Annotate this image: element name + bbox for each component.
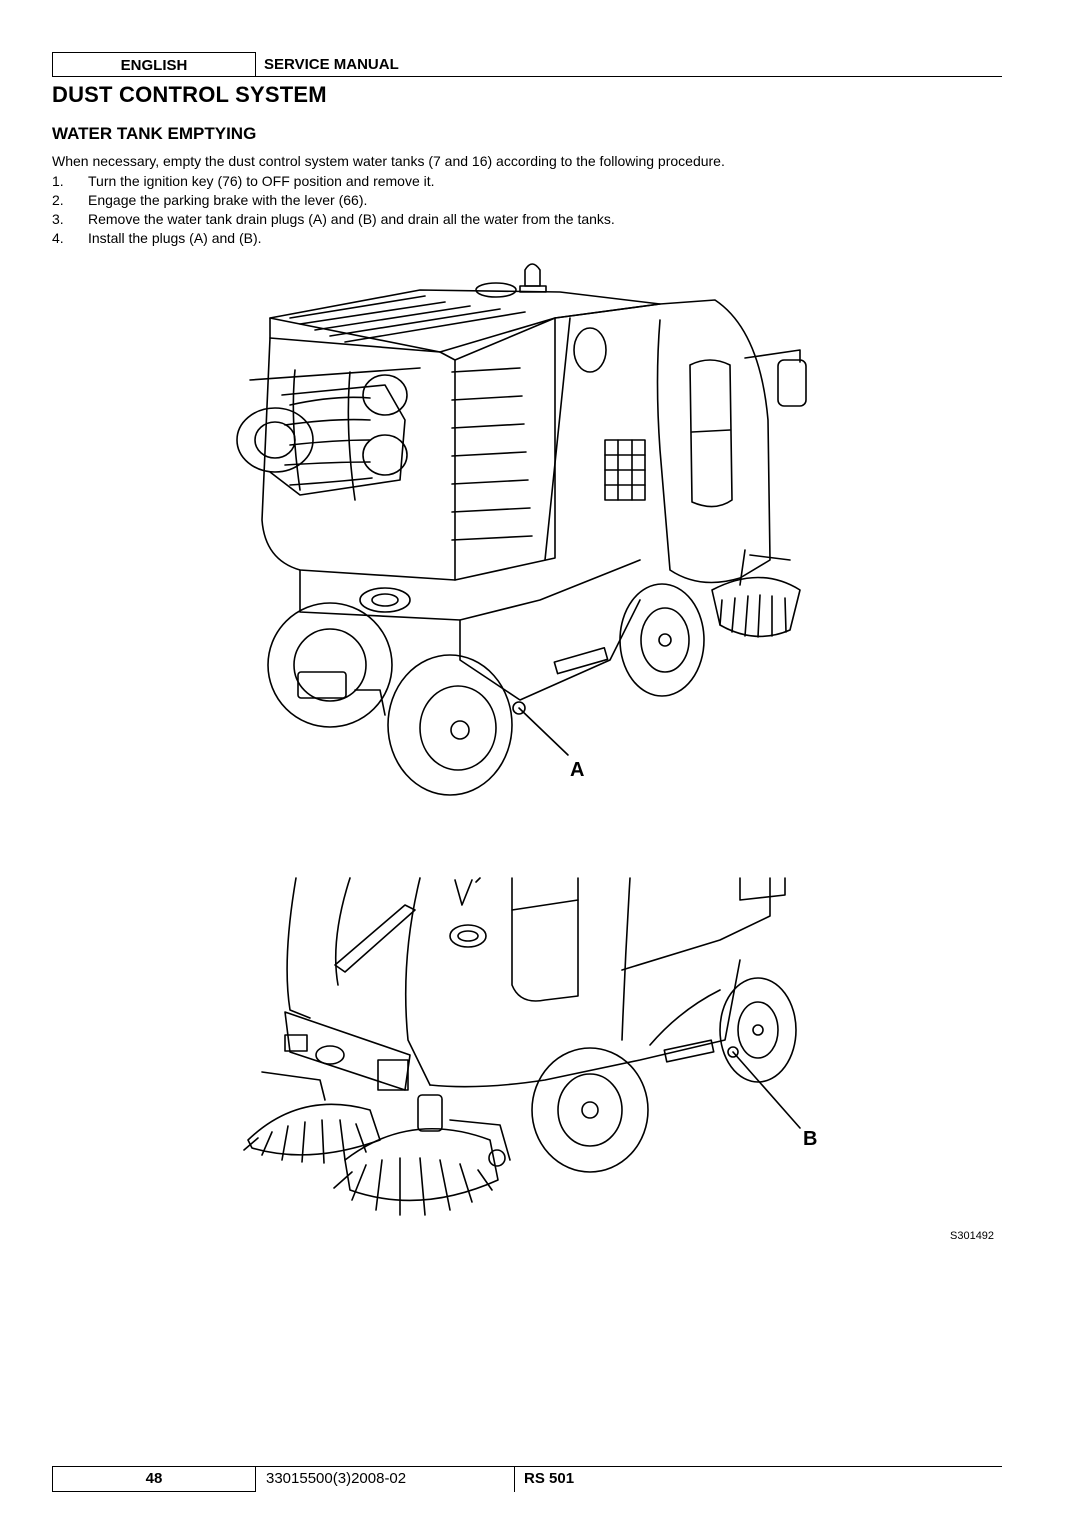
rear-view-drawing [236,263,807,796]
section-title: WATER TANK EMPTYING [52,124,257,143]
drain-plug-b [727,1046,739,1058]
footer-rule [52,1466,1002,1467]
page-footer: 48 33015500(3)2008-02 RS 501 [52,1466,1002,1492]
header-language: ENGLISH [52,52,256,76]
figure-code: S301492 [950,1230,995,1242]
model-name: RS 501 [524,1470,575,1487]
sweeper-illustration: A B [236,263,817,1216]
page-number: 48 [52,1466,256,1492]
front-view-drawing [243,877,801,1216]
page-title: DUST CONTROL SYSTEM [52,82,327,107]
intro-paragraph: When necessary, empty the dust control s… [52,153,725,169]
header-rule [52,76,1002,77]
leader-line-b [732,1051,801,1129]
list-item: 3.Remove the water tank drain plugs (A) … [52,211,615,227]
callout-label-b: B [803,1128,817,1150]
footer-separator [514,1466,515,1492]
drain-plug-a [512,701,526,715]
leader-line-a [518,707,569,756]
callout-label-a: A [570,759,584,781]
header-manual-title: SERVICE MANUAL [264,56,399,73]
list-item: 1.Turn the ignition key (76) to OFF posi… [52,173,435,189]
document-number: 33015500(3)2008-02 [266,1470,407,1487]
list-item: 4.Install the plugs (A) and (B). [52,230,262,246]
procedure-steps: 1.Turn the ignition key (76) to OFF posi… [52,172,615,248]
page-header: ENGLISH SERVICE MANUAL [52,52,1002,77]
list-item: 2.Engage the parking brake with the leve… [52,192,368,208]
